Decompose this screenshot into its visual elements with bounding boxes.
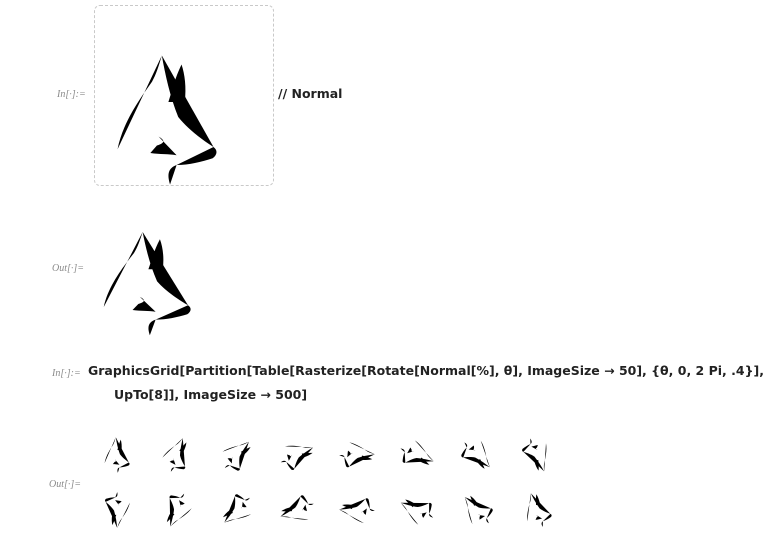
dog-head-sketch-icon xyxy=(117,55,217,185)
rotated-dog-icon xyxy=(338,442,376,469)
rotated-dog-icon xyxy=(338,495,376,524)
rotated-dog-icon xyxy=(157,488,197,532)
input-label-2: In[∙]:= xyxy=(52,368,81,379)
rotated-dog-icon xyxy=(215,433,259,477)
output-label: Out[∙]= xyxy=(52,263,85,274)
dog-head-output-icon xyxy=(103,232,191,336)
output-label-2: Out[∙]= xyxy=(49,479,82,490)
postfix-normal-code[interactable]: // Normal xyxy=(278,86,343,101)
rotated-dog-icon xyxy=(395,490,439,530)
rotated-dog-icon xyxy=(103,491,131,529)
rotated-dog-icon xyxy=(455,433,499,477)
rotated-dog-icon xyxy=(395,436,439,474)
rotated-dog-icon xyxy=(519,434,555,476)
rotated-dog-icon xyxy=(158,433,196,477)
rotated-dog-icon xyxy=(456,488,498,532)
rotated-dog-icon xyxy=(276,492,318,528)
rotated-dog-grid xyxy=(90,430,580,545)
rotated-dog-icon xyxy=(104,437,130,473)
drawing-frame[interactable] xyxy=(94,5,274,186)
input-label: In[∙]:= xyxy=(57,89,86,100)
rotated-dog-icon xyxy=(275,436,319,474)
graphicsgrid-code-line1[interactable]: GraphicsGrid[Partition[Table[Rasterize[R… xyxy=(88,363,764,378)
graphicsgrid-code-line2[interactable]: UpTo[8]], ImageSize → 500] xyxy=(114,387,308,402)
rotated-dog-icon xyxy=(215,488,259,532)
rotated-dog-icon xyxy=(520,489,555,531)
